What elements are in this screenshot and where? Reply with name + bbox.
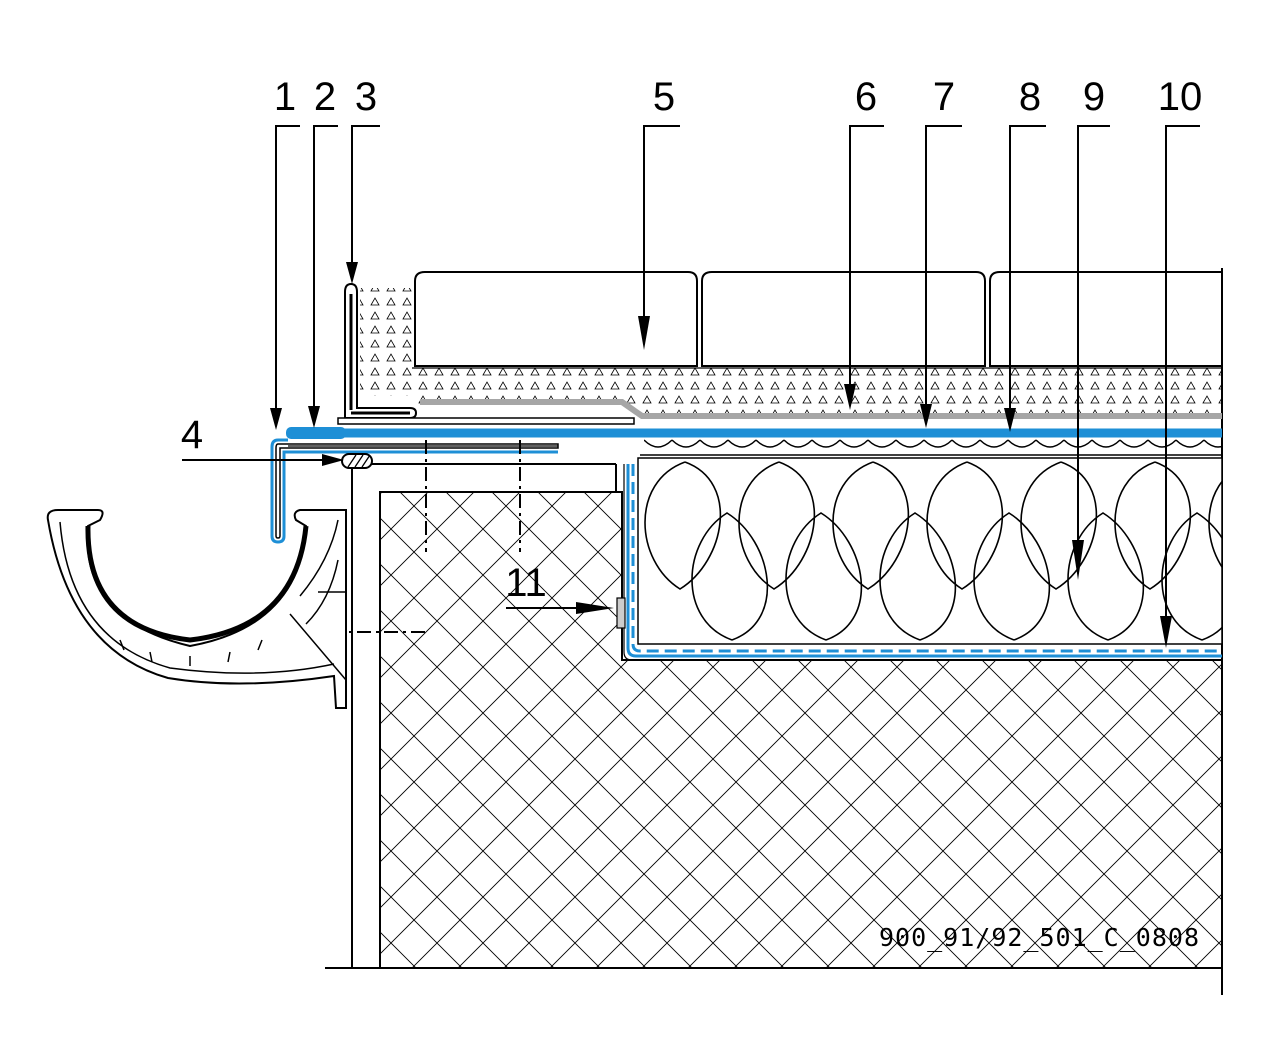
paving-slabs — [414, 271, 1223, 367]
insulation-loop — [1020, 461, 1098, 590]
callout-1: 1 — [274, 75, 296, 119]
leader-lines — [182, 125, 1200, 624]
drawing-code: 900_91/92_501_C_0808 — [879, 923, 1200, 952]
arrowheads — [270, 262, 1172, 648]
separation-layer — [337, 417, 635, 425]
insulation-loop — [1114, 461, 1192, 590]
thermal-insulation — [637, 457, 1280, 645]
protection-layer — [420, 399, 1222, 419]
insulation-loop — [1161, 512, 1222, 641]
callout-6: 6 — [855, 75, 877, 119]
drip-flashing — [270, 438, 558, 544]
callout-labels: 1 2 3 5 6 7 8 9 10 4 11 — [181, 75, 1202, 605]
insulation-loop — [973, 512, 1051, 641]
insulation-loop — [879, 512, 957, 641]
callout-10: 10 — [1158, 75, 1203, 119]
rain-gutter — [46, 509, 347, 709]
callout-8: 8 — [1019, 75, 1041, 119]
gravel-bed — [360, 288, 1222, 418]
callout-2: 2 — [314, 75, 336, 119]
callout-4: 4 — [181, 413, 203, 457]
callout-11: 11 — [505, 561, 547, 605]
callout-5: 5 — [653, 75, 675, 119]
fixing-strip — [341, 453, 373, 469]
insulation-loop — [644, 461, 722, 590]
vapour-barrier — [623, 464, 1222, 661]
callout-9: 9 — [1083, 75, 1105, 119]
callout-3: 3 — [355, 75, 377, 119]
insulation-loop — [1256, 513, 1280, 640]
insulation-loop — [785, 512, 863, 641]
insulation-loop — [738, 461, 816, 590]
insulation-loop — [926, 461, 1004, 590]
drainage-layer — [640, 438, 1222, 456]
membrane-edge — [286, 427, 346, 439]
edge-profile — [344, 282, 418, 419]
insulation-loop — [832, 461, 910, 590]
dash-dot-lines — [330, 440, 521, 633]
connection-strip — [616, 597, 626, 629]
insulation-loop — [691, 512, 769, 641]
insulation-loop — [1208, 480, 1222, 569]
callout-7: 7 — [933, 75, 955, 119]
insulation-loop — [1067, 512, 1145, 641]
